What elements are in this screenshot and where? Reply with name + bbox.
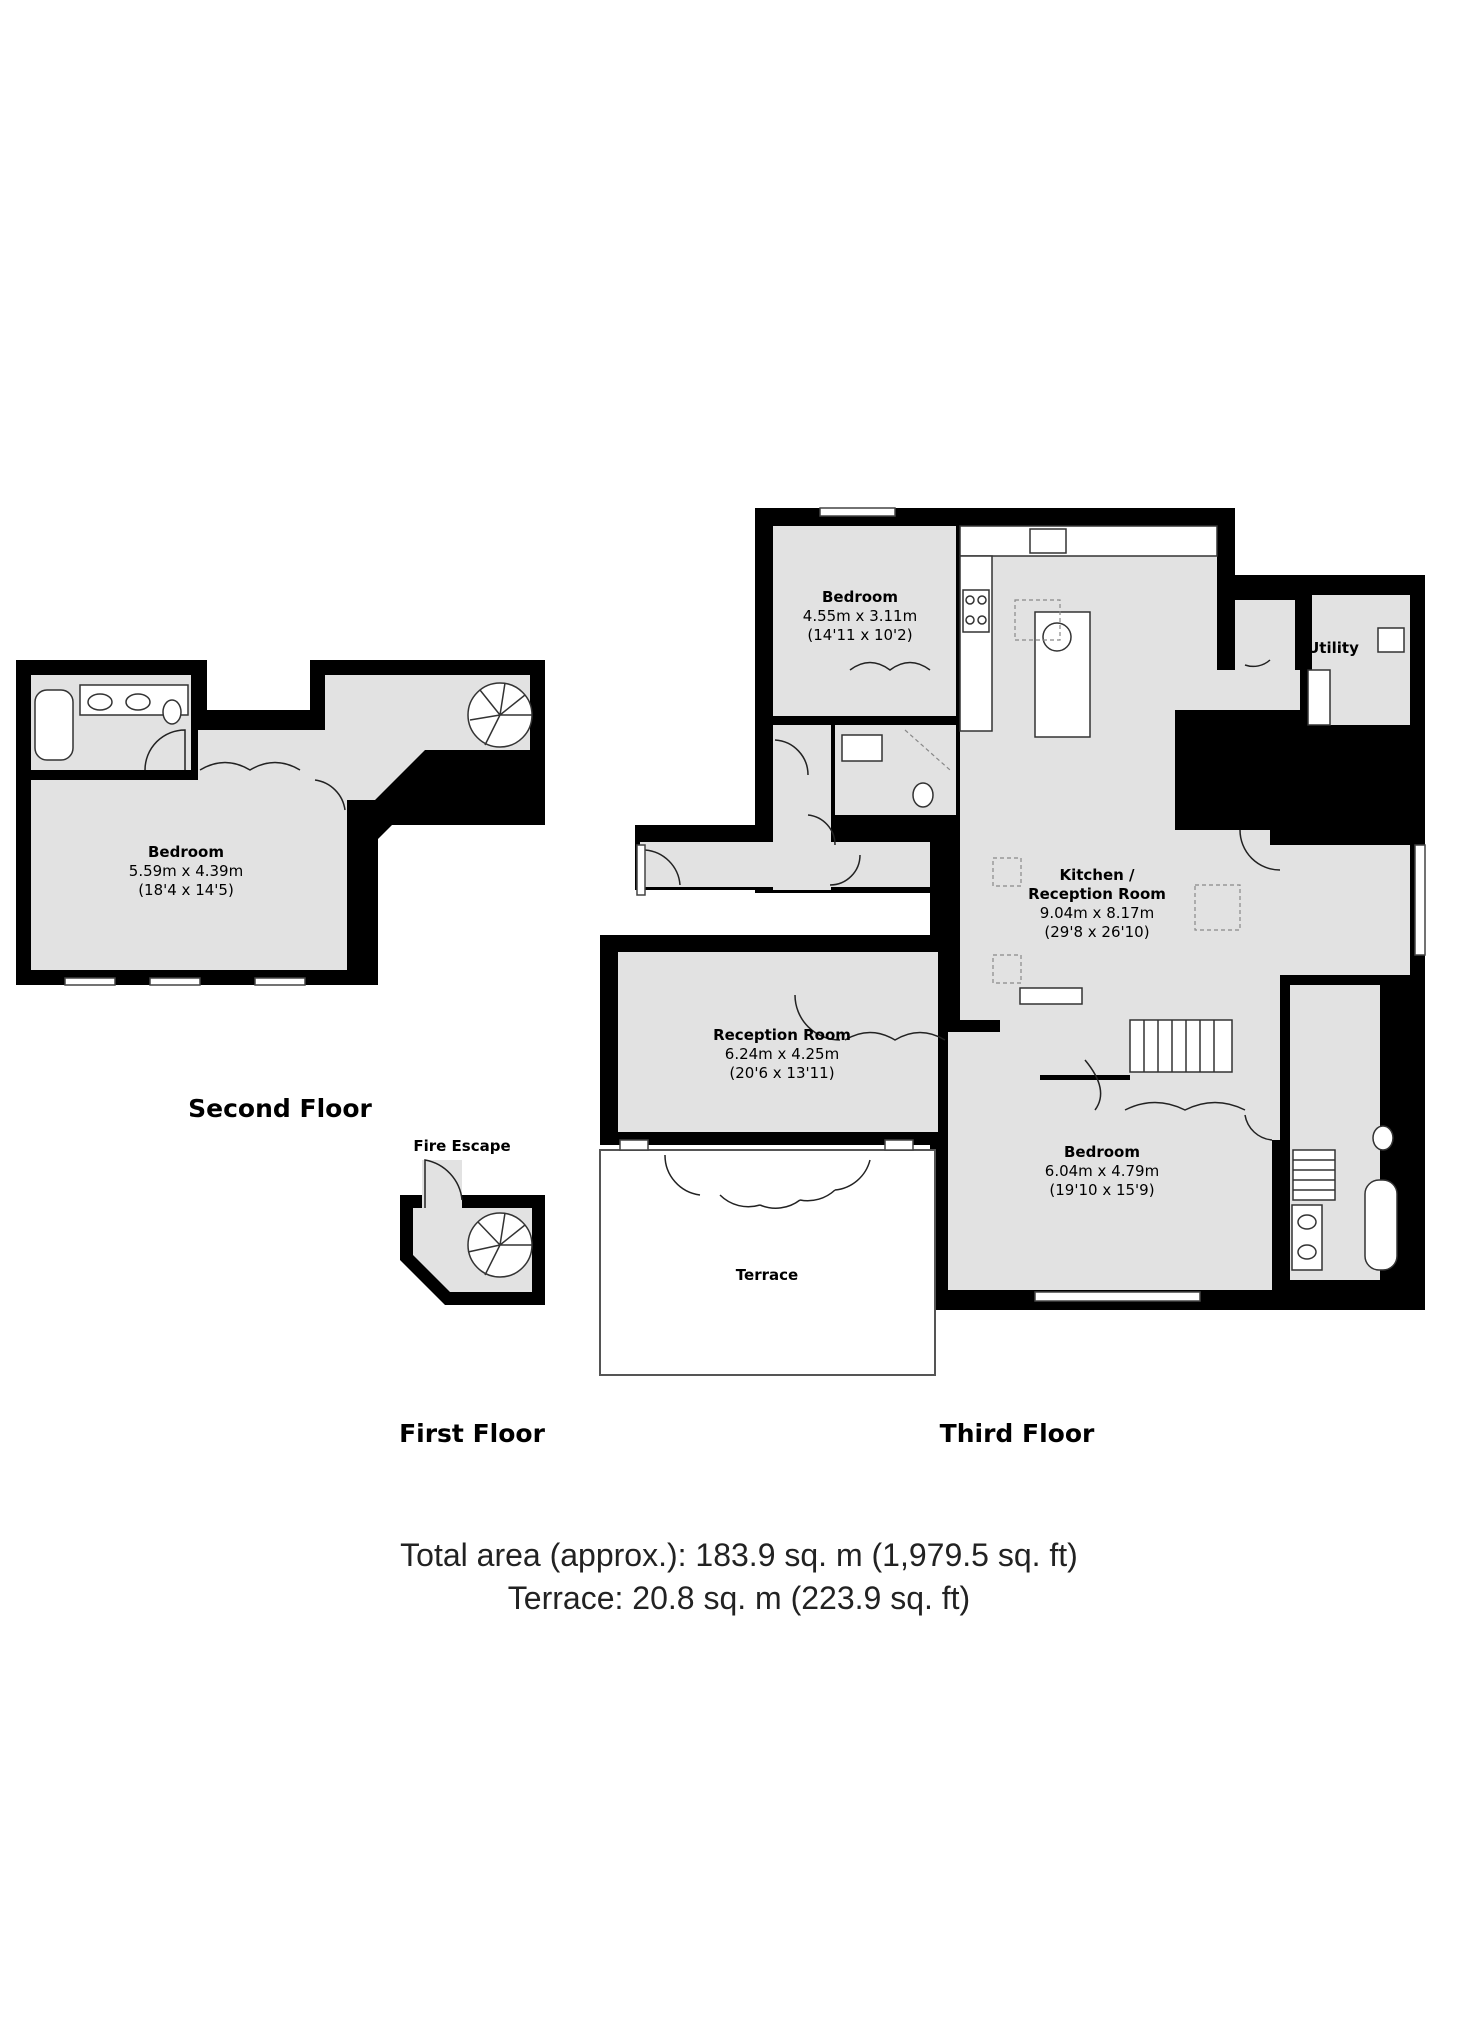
second-bedroom-name: Bedroom [148, 843, 224, 861]
skylight-1 [992, 857, 1022, 887]
landing-door [314, 779, 346, 811]
wardrobe-landing [198, 730, 338, 780]
master-bedroom-name: Bedroom [1064, 1143, 1140, 1161]
skylight-2 [1194, 884, 1241, 931]
reception-metric: 6.24m x 4.25m [725, 1045, 839, 1063]
shower-toilet-icon [912, 782, 934, 808]
skylight-3 [992, 954, 1022, 984]
island-sink-icon [1042, 622, 1072, 652]
kitchen-metric: 9.04m x 8.17m [1040, 904, 1154, 922]
sink-icon [1029, 528, 1067, 554]
fire-escape-door [424, 1159, 463, 1208]
third-floor-plan: Bedroom 4.55m x 3.11m (14'11 x 10'2) Uti… [599, 507, 1426, 1376]
ensuite-toilet-icon [1372, 1125, 1394, 1151]
second-floor-plan: Bedroom 5.59m x 4.39m (18'4 x 14'5) [16, 660, 545, 986]
top-bedroom-imperial: (14'11 x 10'2) [807, 626, 912, 644]
utility-name: Utility [1307, 639, 1359, 657]
ensuite-stair-icon [1292, 1149, 1336, 1201]
entrance-corridor [640, 842, 930, 887]
bathroom-door [144, 729, 186, 771]
kitchen-name-line1: Kitchen / [1059, 866, 1135, 884]
second-bedroom-metric: 5.59m x 4.39m [129, 862, 243, 880]
top-bedroom-metric: 4.55m x 3.11m [803, 607, 917, 625]
first-floor-label: First Floor [399, 1419, 546, 1448]
master-bedroom-metric: 6.04m x 4.79m [1045, 1162, 1159, 1180]
store-cupboard [1235, 600, 1295, 700]
bathtub [34, 689, 74, 761]
reception-room-room [618, 952, 938, 1132]
reception-imperial: (20'6 x 13'11) [729, 1064, 834, 1082]
fire-escape-plan: Fire Escape [400, 1137, 545, 1305]
kitchen-imperial: (29'8 x 26'10) [1044, 923, 1149, 941]
terrace-bay-doors [664, 1154, 871, 1209]
third-floor-doors [644, 659, 1281, 1141]
freestanding-bath-icon [1364, 1179, 1398, 1271]
kitchen-counter [959, 525, 1218, 557]
terrace-area [599, 1149, 936, 1376]
fire-escape-spiral-icon [467, 1212, 533, 1278]
third-floor-windows [619, 507, 1426, 1302]
terrace-name: Terrace [736, 1266, 798, 1284]
second-bedroom-windows [64, 977, 306, 986]
toilet [162, 699, 182, 725]
second-floor-label: Second Floor [188, 1094, 372, 1123]
total-area: Total area (approx.): 183.9 sq. m (1,979… [400, 1537, 1078, 1573]
staircase-icon [1129, 1019, 1233, 1073]
kitchen-island [1034, 611, 1091, 738]
third-floor-label: Third Floor [940, 1419, 1095, 1448]
fire-escape-name: Fire Escape [413, 1137, 510, 1155]
top-bedroom-room [773, 526, 956, 716]
master-bedroom-room [948, 1032, 1280, 1290]
island-pendant [1014, 599, 1061, 641]
master-bedroom-imperial: (19'10 x 15'9) [1049, 1181, 1154, 1199]
second-bedroom-imperial: (18'4 x 14'5) [138, 881, 234, 899]
kitchen-name-line2: Reception Room [1028, 885, 1166, 903]
terrace-area-total: Terrace: 20.8 sq. m (223.9 sq. ft) [508, 1580, 970, 1616]
kitchen-side-counter [959, 555, 993, 732]
utility-sink-icon [1377, 627, 1405, 653]
basin-1 [87, 693, 113, 711]
breakfast-bar [1019, 987, 1083, 1005]
top-bedroom-name: Bedroom [822, 588, 898, 606]
spiral-stair-icon [467, 682, 533, 748]
utility-counter [1307, 669, 1331, 726]
second-bedroom-room [31, 780, 347, 970]
shower-basin-icon [841, 734, 883, 762]
basin-2 [125, 693, 151, 711]
shower-icon [904, 729, 951, 771]
wardrobe-doors [199, 761, 301, 771]
hob-icon [962, 589, 990, 633]
reception-name: Reception Room [713, 1026, 851, 1044]
